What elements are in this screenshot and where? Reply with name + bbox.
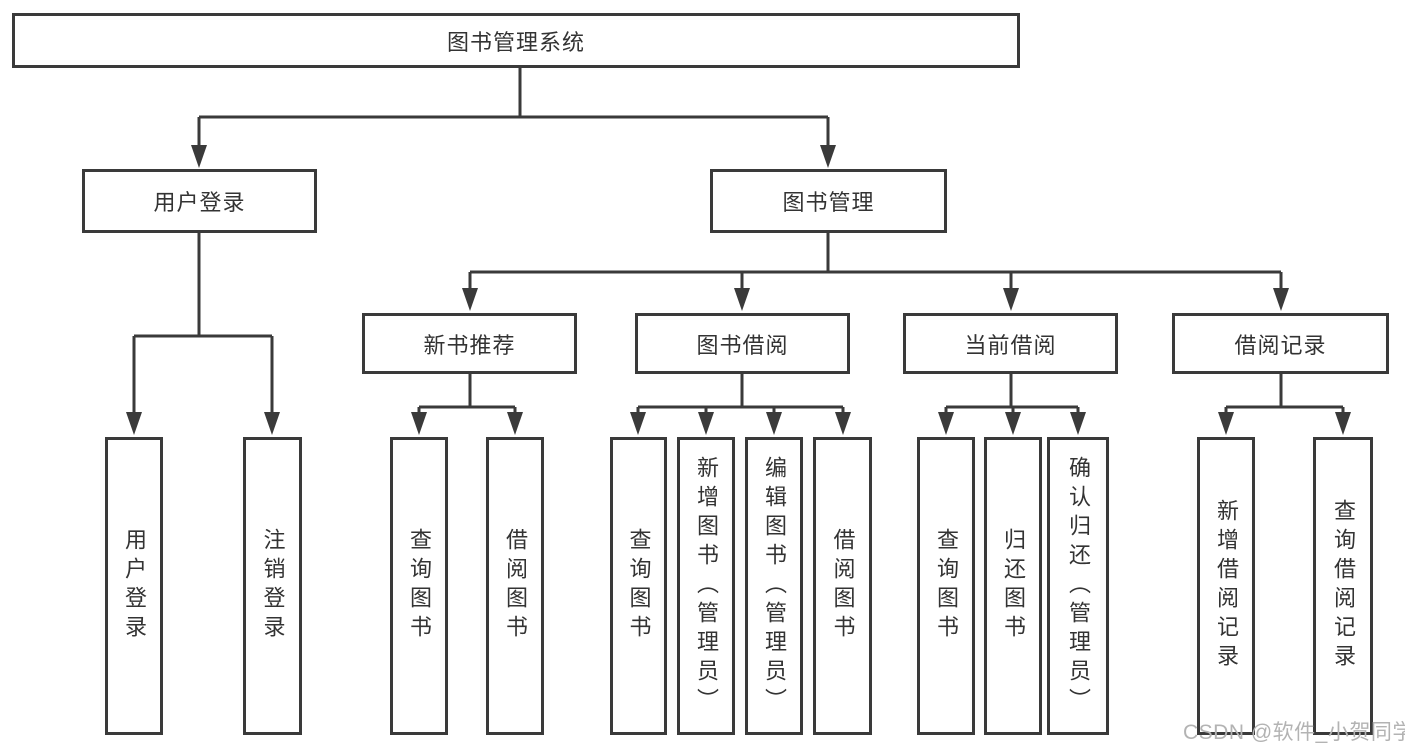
arrowhead-icon xyxy=(126,412,142,435)
leaf-borrow-books: 借阅图书 xyxy=(486,437,544,735)
leaf-user-login: 用户登录 xyxy=(105,437,163,735)
node-label: 图书管理系统 xyxy=(446,29,585,55)
node-label: 查询图书 xyxy=(934,528,959,644)
leaf-query-books: 查询图书 xyxy=(610,437,667,735)
leaf-return-books: 归还图书 xyxy=(984,437,1042,735)
node-label: 新书推荐 xyxy=(423,332,516,358)
leaf-borrow-books: 借阅图书 xyxy=(813,437,872,735)
leaf-add-books-admin: 新增图书（管理员） xyxy=(677,437,735,735)
arrowhead-icon xyxy=(411,412,427,435)
tree-edges xyxy=(132,68,1345,414)
node-label: 查询图书 xyxy=(626,528,652,644)
arrowhead-icon xyxy=(1070,412,1086,435)
node-new-book-recommendation: 新书推荐 xyxy=(362,313,577,374)
arrowhead-icon xyxy=(835,412,851,435)
arrowhead-icon xyxy=(766,412,782,435)
node-label: 注销登录 xyxy=(260,528,286,644)
leaf-query-books: 查询图书 xyxy=(917,437,975,735)
arrowhead-icon xyxy=(1005,412,1021,435)
arrowhead-icon xyxy=(820,145,836,168)
arrowhead-icon xyxy=(507,412,523,435)
arrowhead-icon xyxy=(264,412,280,435)
node-library-system: 图书管理系统 xyxy=(12,13,1020,68)
arrowhead-icon xyxy=(698,412,714,435)
node-label: 用户登录 xyxy=(122,528,147,644)
arrowhead-icon xyxy=(938,412,954,435)
arrowhead-icon xyxy=(462,288,478,311)
node-label: 确认归还（管理员） xyxy=(1066,455,1091,717)
leaf-add-borrow-record: 新增借阅记录 xyxy=(1197,437,1255,735)
node-user-login: 用户登录 xyxy=(82,169,317,233)
node-label: 新增图书（管理员） xyxy=(694,455,719,717)
leaf-logout: 注销登录 xyxy=(243,437,302,735)
node-label: 编辑图书（管理员） xyxy=(762,455,787,717)
arrowhead-icon xyxy=(1003,288,1019,311)
node-label: 借阅图书 xyxy=(830,528,856,644)
leaf-query-books: 查询图书 xyxy=(390,437,448,735)
leaf-confirm-return-admin: 确认归还（管理员） xyxy=(1047,437,1109,735)
node-label: 查询借阅记录 xyxy=(1331,499,1356,673)
arrowhead-icon xyxy=(734,288,750,311)
arrowhead-icon xyxy=(1335,412,1351,435)
csdn-watermark: CSDN @软件_小贺同学 xyxy=(1183,721,1405,744)
node-label: 用户登录 xyxy=(153,190,246,215)
node-label: 查询图书 xyxy=(407,528,432,644)
arrowhead-icon xyxy=(1218,412,1234,435)
node-label: 当前借阅 xyxy=(964,332,1057,358)
arrowhead-icon xyxy=(1273,288,1289,311)
leaf-query-borrow-record: 查询借阅记录 xyxy=(1313,437,1373,735)
leaf-edit-books-admin: 编辑图书（管理员） xyxy=(745,437,803,735)
node-label: 图书管理 xyxy=(782,190,875,215)
node-label: 图书借阅 xyxy=(696,332,789,358)
node-label: 借阅图书 xyxy=(503,528,528,644)
arrowhead-icon xyxy=(630,412,646,435)
node-book-borrowing: 图书借阅 xyxy=(635,313,850,374)
node-book-management: 图书管理 xyxy=(710,169,947,233)
node-label: 归还图书 xyxy=(1001,528,1026,644)
node-label: 新增借阅记录 xyxy=(1214,499,1239,673)
node-current-borrowing: 当前借阅 xyxy=(903,313,1118,374)
arrowhead-icon xyxy=(191,145,207,168)
node-borrowing-records: 借阅记录 xyxy=(1172,313,1389,374)
node-label: 借阅记录 xyxy=(1234,332,1327,358)
